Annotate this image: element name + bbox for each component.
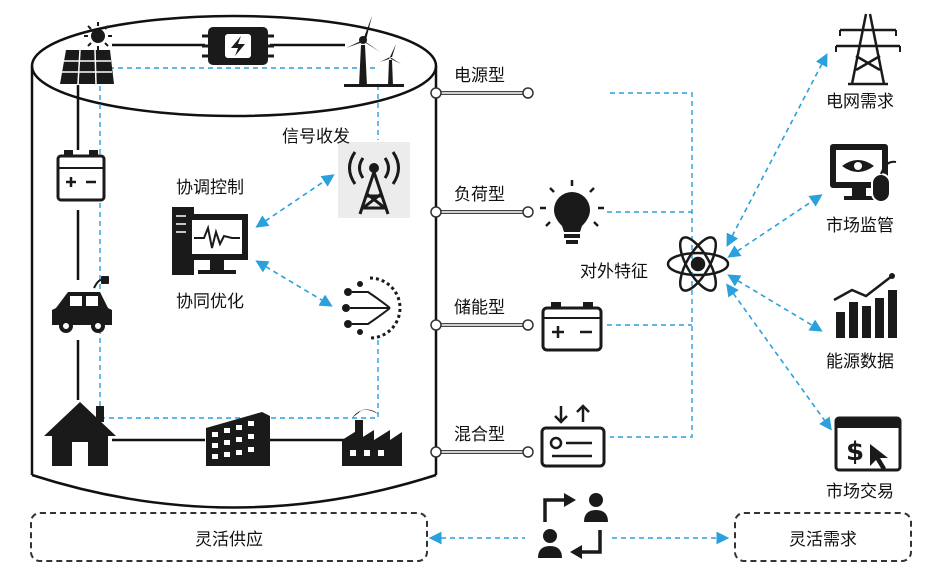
cylinder: [30, 14, 438, 509]
storage-battery-icon: [541, 302, 603, 352]
external-feature-label: 对外特征: [580, 262, 648, 282]
signal-tower-icon: [338, 142, 410, 218]
signal-label: 信号收发: [282, 127, 350, 147]
office-building-icon: [206, 412, 270, 466]
type-label-load: 负荷型: [454, 185, 505, 205]
solar-panel-icon: [60, 22, 114, 85]
flexible-demand-label: 灵活需求: [789, 529, 857, 550]
monitoring-screen-icon: [830, 144, 897, 203]
flexible-supply-label: 灵活供应: [195, 529, 263, 550]
light-bulb-icon: [540, 180, 604, 244]
flexible-supply-box: 灵活供应: [30, 512, 428, 562]
energy-data-label: 能源数据: [826, 352, 894, 372]
grid-demand-label: 电网需求: [826, 92, 894, 112]
bar-chart-icon: [833, 273, 897, 338]
type-label-power: 电源型: [454, 66, 505, 86]
type-label-storage: 储能型: [454, 298, 505, 318]
transmission-tower-icon: [835, 13, 901, 86]
flexible-demand-box: 灵活需求: [734, 512, 912, 562]
optimization-label: 协同优化: [176, 292, 244, 312]
coordination-label: 协调控制: [176, 178, 244, 198]
power-converter-icon: [202, 27, 274, 65]
market-trading-label: 市场交易: [826, 482, 894, 502]
electric-car-icon: [52, 276, 112, 333]
optimization-gear-icon: [342, 276, 402, 340]
svg-text:$: $: [846, 437, 864, 467]
trading-window-icon: $: [834, 416, 902, 472]
house-icon: [44, 402, 116, 466]
feature-arrows: [726, 53, 832, 431]
market-supervision-label: 市场监管: [826, 216, 894, 236]
hybrid-device-icon: [540, 404, 606, 468]
factory-icon: [342, 409, 402, 466]
atom-icon: [666, 236, 730, 292]
top-ring-links: [76, 43, 345, 442]
battery-icon: [56, 150, 106, 202]
wind-turbine-icon: [344, 16, 404, 87]
exchange-people-icon: [538, 493, 608, 559]
type-connectors: [430, 87, 534, 458]
control-arrows: [255, 174, 335, 307]
type-label-hybrid: 混合型: [454, 425, 505, 445]
control-computer-icon: [172, 207, 248, 275]
internal-dashed-links: [99, 67, 379, 419]
